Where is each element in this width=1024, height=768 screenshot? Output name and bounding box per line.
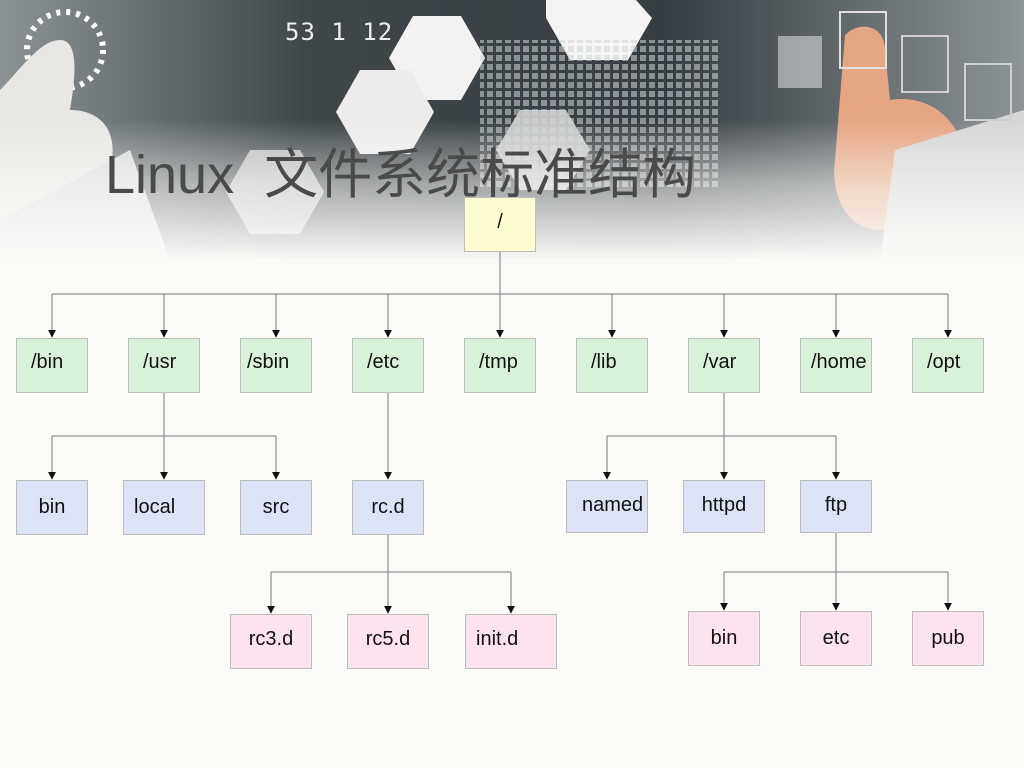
node-var-named[interactable]: named	[566, 480, 648, 533]
ring-of-dots-decoration	[24, 9, 106, 91]
node-lib[interactable]: /lib	[576, 338, 648, 393]
node-ftp-etc[interactable]: etc	[800, 611, 872, 666]
node-home[interactable]: /home	[800, 338, 872, 393]
node-usr-bin[interactable]: bin	[16, 480, 88, 535]
node-root[interactable]: /	[464, 197, 536, 252]
node-rc5d[interactable]: rc5.d	[347, 614, 429, 669]
node-bin[interactable]: /bin	[16, 338, 88, 393]
node-usr-local[interactable]: local	[123, 480, 205, 535]
node-rc3d[interactable]: rc3.d	[230, 614, 312, 669]
node-var[interactable]: /var	[688, 338, 760, 393]
node-usr-src[interactable]: src	[240, 480, 312, 535]
decorative-digits: 53 1 12	[285, 18, 394, 46]
slide-title: Linux 文件系统标准结构	[105, 145, 696, 205]
node-ftp-pub[interactable]: pub	[912, 611, 984, 666]
node-initd[interactable]: init.d	[465, 614, 557, 669]
node-sbin[interactable]: /sbin	[240, 338, 312, 393]
node-etc-rcd[interactable]: rc.d	[352, 480, 424, 535]
title-latin: Linux	[105, 145, 235, 205]
node-etc[interactable]: /etc	[352, 338, 424, 393]
node-var-httpd[interactable]: httpd	[683, 480, 765, 533]
node-tmp[interactable]: /tmp	[464, 338, 536, 393]
node-var-ftp[interactable]: ftp	[800, 480, 872, 533]
node-ftp-bin[interactable]: bin	[688, 611, 760, 666]
node-opt[interactable]: /opt	[912, 338, 984, 393]
node-usr[interactable]: /usr	[128, 338, 200, 393]
title-cjk: 文件系统标准结构	[264, 143, 697, 206]
